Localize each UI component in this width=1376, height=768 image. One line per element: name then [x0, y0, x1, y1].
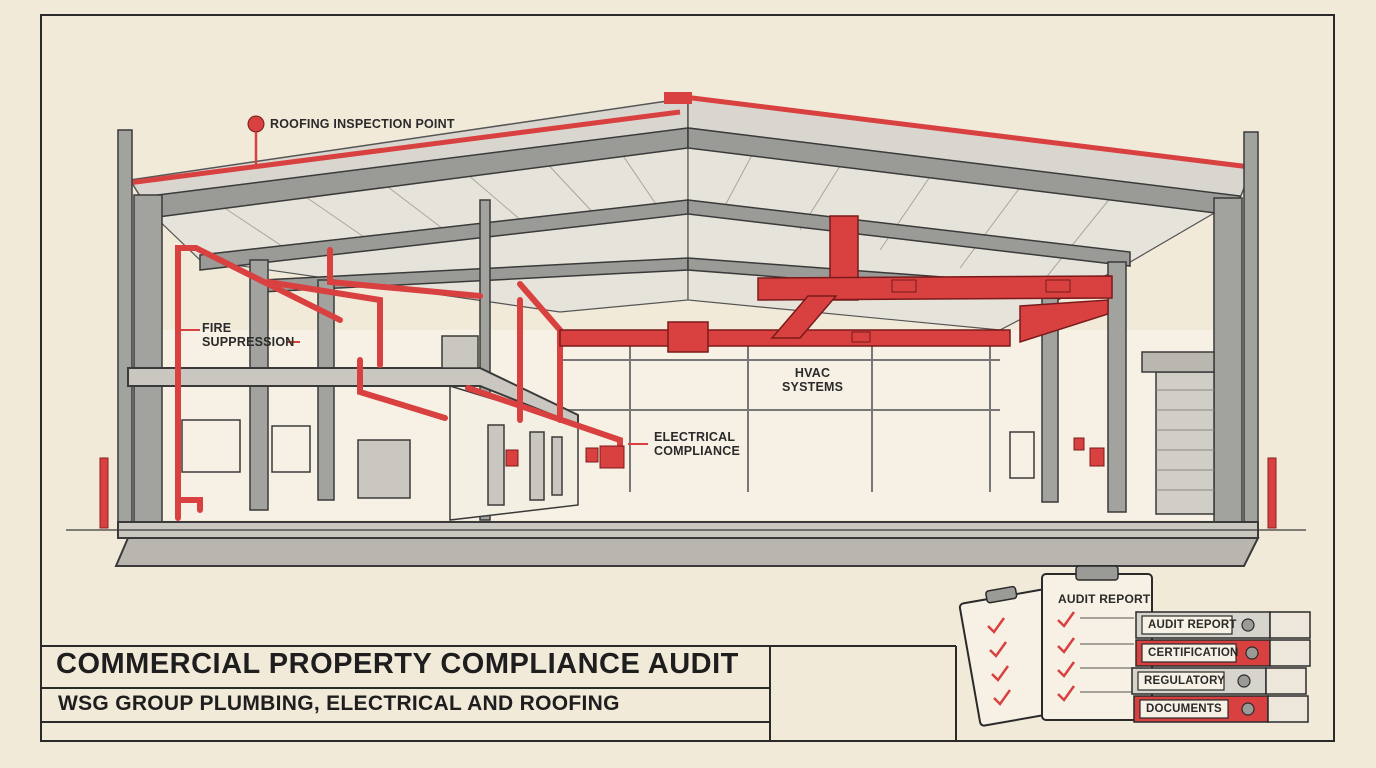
hvac-label-line1: HVAC — [794, 366, 831, 380]
binder-label-plates — [1137, 615, 1237, 719]
roof-edge-trim — [127, 92, 1251, 186]
electrical-compliance-label: ELECTRICAL COMPLIANCE — [654, 430, 740, 458]
binder-ring-holes — [1237, 618, 1259, 716]
document-subtitle: WSG GROUP PLUMBING, ELECTRICAL AND ROOFI… — [58, 692, 620, 715]
roof-ridge-cap — [664, 92, 692, 104]
document-title: COMMERCIAL PROPERTY COMPLIANCE AUDIT — [56, 648, 739, 680]
electrical-label-line2: COMPLIANCE — [654, 444, 741, 458]
hvac-systems-label: HVAC SYSTEMS — [782, 366, 843, 394]
binder-label-certification: CERTIFICATION — [1148, 647, 1239, 659]
checklist-lines — [1080, 617, 1134, 693]
hvac-label-line2: SYSTEMS — [782, 380, 844, 394]
back-wall-framing — [560, 330, 1000, 492]
binder-label-regulatory: REGULATORY — [1144, 675, 1226, 687]
foundation — [114, 537, 1260, 567]
clipboard-back — [958, 585, 1066, 727]
mezzanine-door — [441, 335, 479, 369]
fire-label-line2: SUPPRESSION — [202, 335, 295, 349]
title-block — [41, 645, 957, 741]
interior-back-wall — [150, 330, 1230, 520]
office-doors — [487, 424, 563, 506]
bollards — [99, 457, 1277, 529]
roller-door-slats — [1156, 389, 1214, 491]
fire-label-line1: FIRE — [202, 321, 232, 335]
clipboard-clip — [1075, 565, 1119, 581]
binder-label-documents: DOCUMENTS — [1146, 703, 1222, 715]
electrical-label-line1: ELECTRICAL — [654, 430, 736, 444]
checklist-checks — [987, 611, 1076, 706]
roller-door — [1155, 371, 1215, 515]
electrical-panels — [505, 437, 1105, 469]
roller-door-housing — [1141, 351, 1215, 373]
roofing-callout-marker — [247, 115, 265, 133]
hvac-grilles — [851, 279, 1071, 343]
sheet-border — [40, 14, 1335, 742]
hvac-ductwork — [559, 215, 1113, 353]
roofing-inspection-label: ROOFING INSPECTION POINT — [270, 117, 455, 131]
binder-label-audit-report: AUDIT REPORT — [1148, 619, 1237, 631]
office-windows — [181, 419, 1035, 479]
clipboard-title: AUDIT REPORT — [1058, 592, 1151, 606]
fire-suppression-label: FIRE SUPPRESSION — [202, 321, 295, 349]
loading-door — [357, 439, 411, 499]
